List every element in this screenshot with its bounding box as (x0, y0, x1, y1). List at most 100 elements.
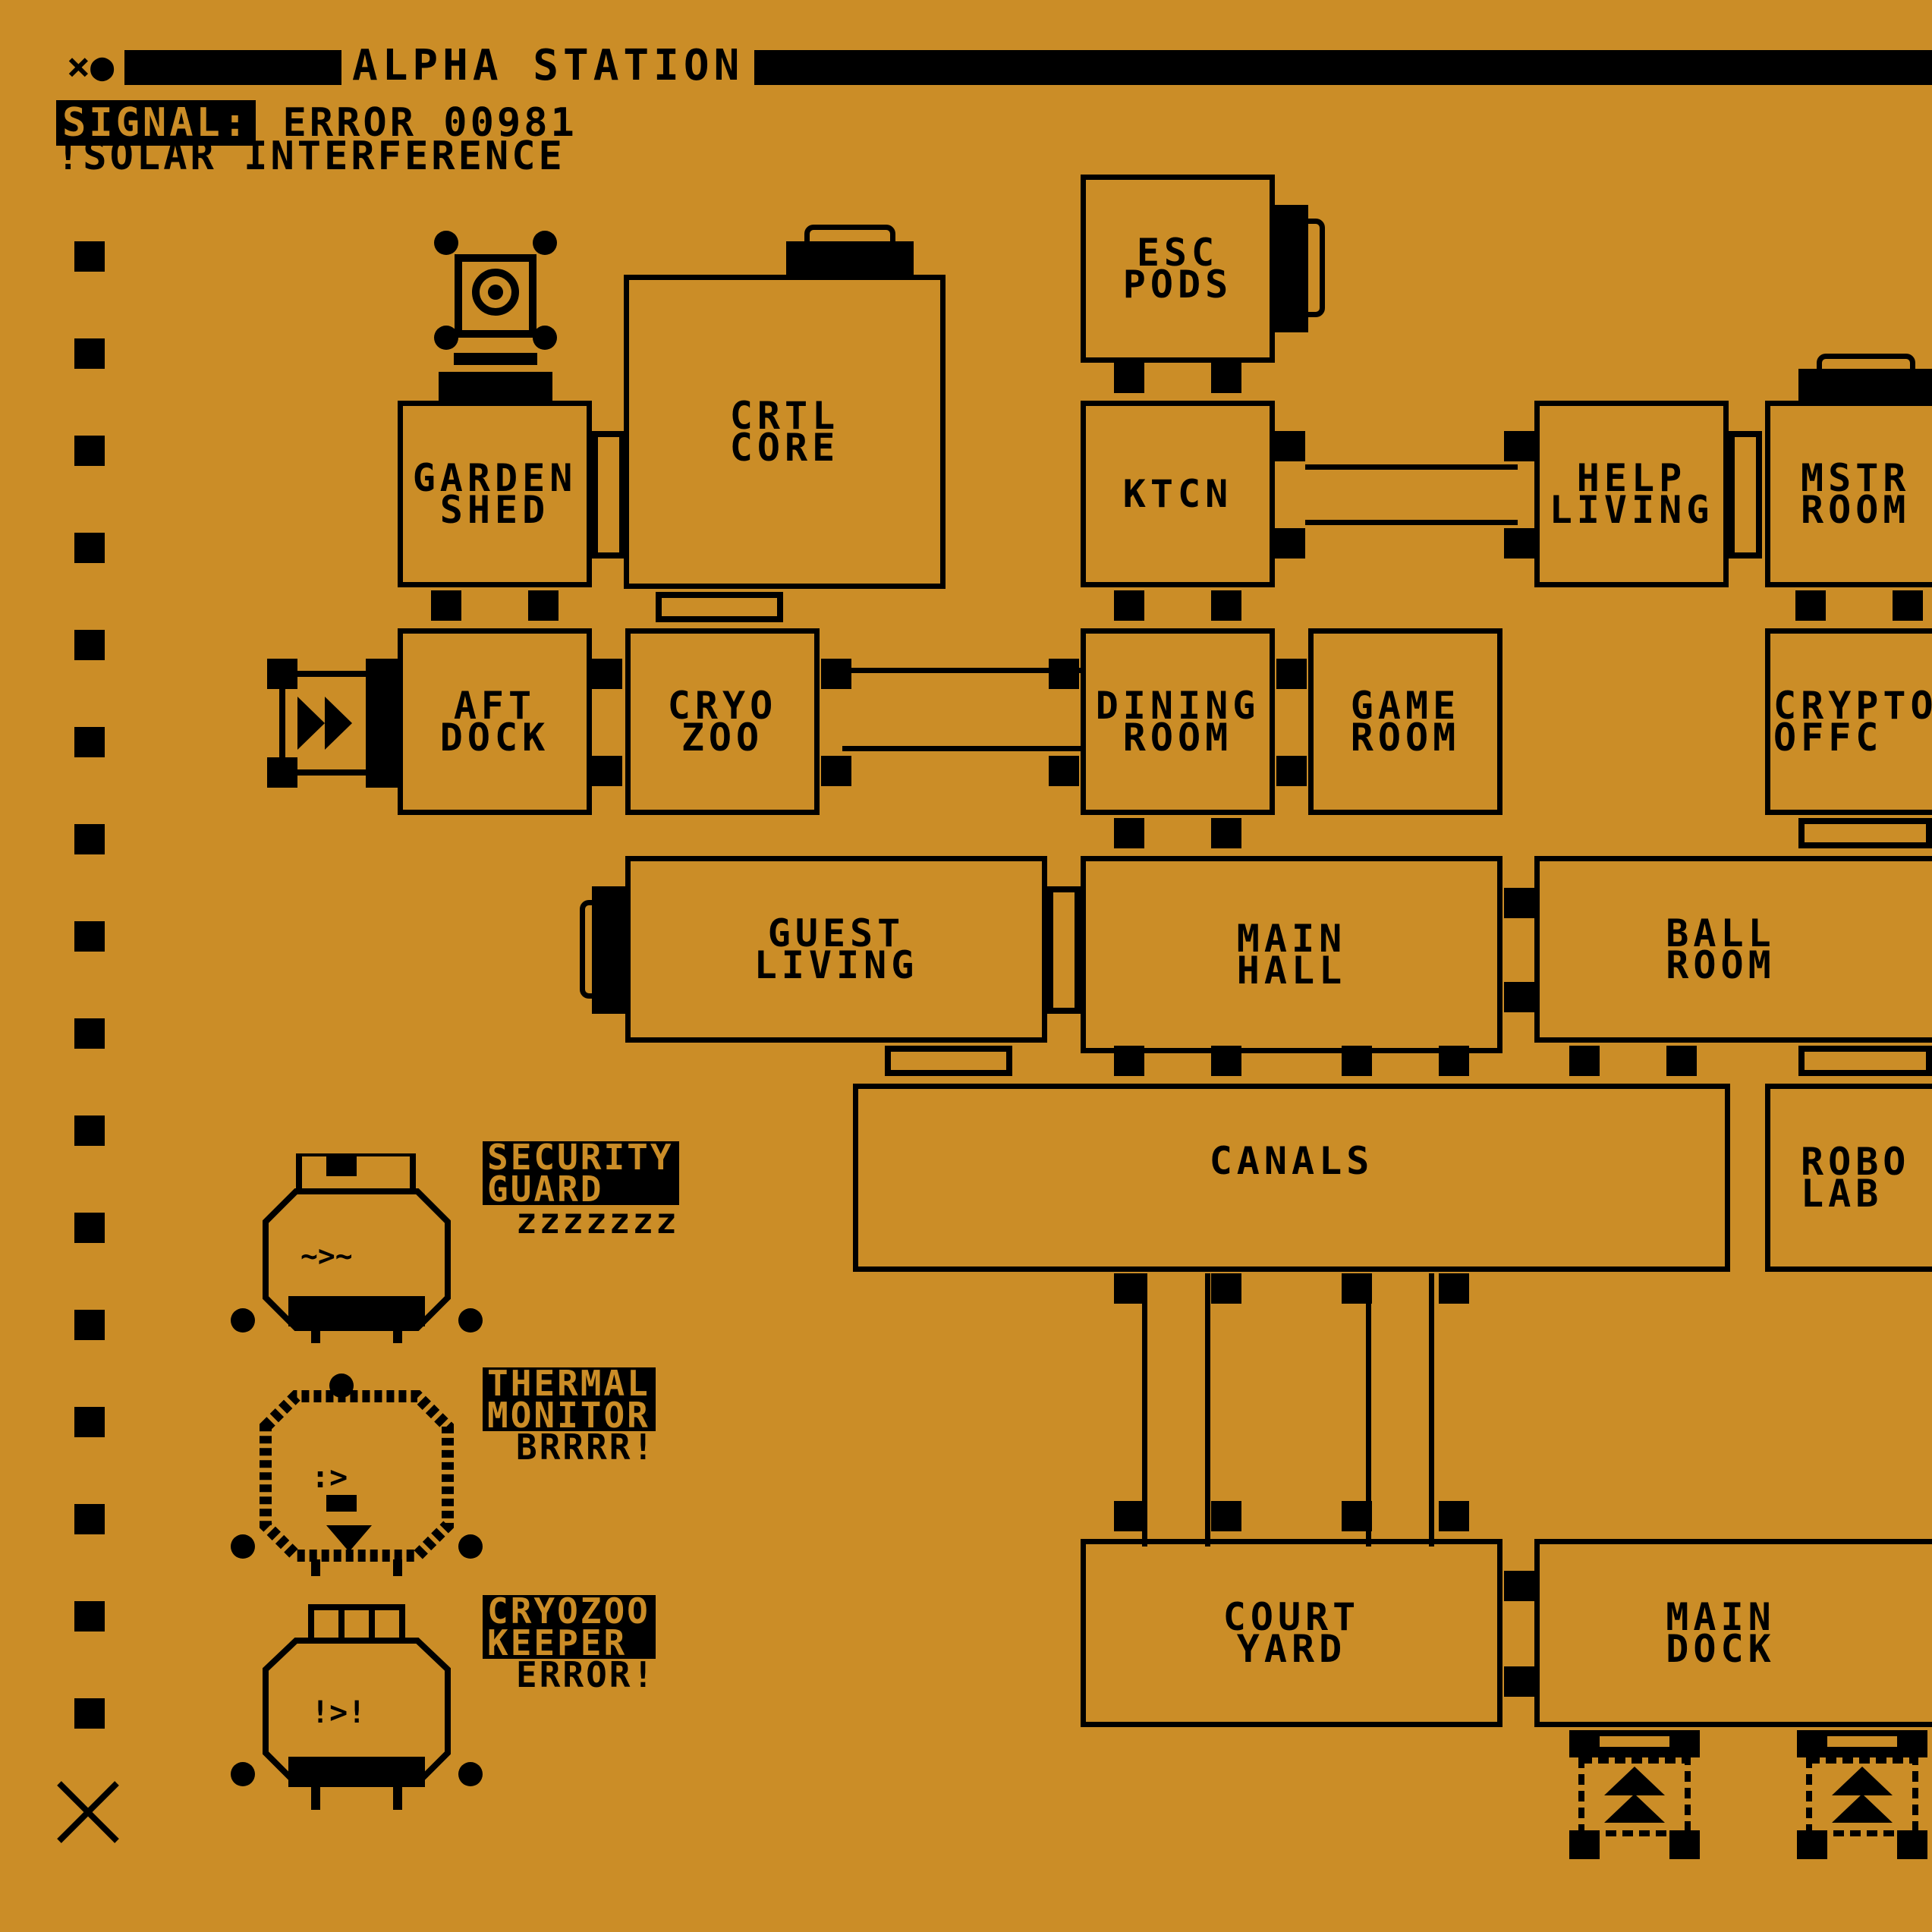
crew-status: ERROR! (516, 1654, 656, 1695)
door-icon (1342, 1501, 1372, 1531)
door-panel-icon (1798, 818, 1932, 848)
thermal-monitor-robot-icon: :> (231, 1373, 483, 1576)
menu-dot-icon[interactable] (74, 1115, 105, 1146)
door-icon (1114, 1046, 1144, 1076)
room-court-yard[interactable]: COURT YARD (1081, 1539, 1502, 1727)
room-label: AFT DOCK (439, 684, 550, 760)
door-icon (1504, 888, 1534, 918)
room-label: MSTR ROOM (1801, 456, 1911, 532)
room-label: CRTL CORE (729, 394, 840, 470)
room-help-living[interactable]: HELP LIVING (1534, 401, 1729, 587)
menu-dot-icon[interactable] (74, 241, 105, 272)
room-label: CRYPTO OFFC (1773, 684, 1932, 760)
door-panel-icon (656, 592, 783, 622)
room-label: CANALS (1209, 1139, 1374, 1183)
door-panel-icon (1047, 886, 1081, 1014)
room-game-room[interactable]: GAME ROOM (1308, 628, 1502, 815)
crew-nameplate[interactable]: CRYOZOO KEEPER ERROR! (483, 1594, 656, 1695)
crew-nameplate[interactable]: SECURITY GUARD zzzzzzz (483, 1140, 679, 1241)
security-guard-robot-icon: ~>~ (231, 1153, 483, 1343)
door-icon (1211, 1273, 1241, 1304)
door-icon (1275, 528, 1305, 559)
room-guest-living[interactable]: GUEST LIVING (625, 856, 1047, 1043)
menu-dot-icon[interactable] (74, 824, 105, 854)
menu-dot-icon[interactable] (74, 533, 105, 563)
window-title: ALPHA STATION (341, 42, 755, 90)
hatch-icon (592, 886, 625, 1014)
door-icon (1504, 1571, 1534, 1601)
room-crypto-offc[interactable]: CRYPTO OFFC (1765, 628, 1932, 815)
door-icon (1114, 363, 1144, 393)
close-button[interactable]: ×● (56, 44, 124, 90)
airlock-icon[interactable] (267, 659, 401, 788)
room-robo-lab[interactable]: ROBO LAB (1765, 1084, 1932, 1272)
hatch-icon (580, 900, 596, 999)
door-icon (1342, 1273, 1372, 1304)
close-x-icon[interactable] (56, 1780, 120, 1844)
corridor (842, 668, 1085, 751)
menu-dot-icon[interactable] (74, 1504, 105, 1534)
cryozoo-keeper-robot-icon: !>! (231, 1604, 483, 1810)
room-label: GAME ROOM (1350, 684, 1461, 760)
door-icon (1211, 363, 1241, 393)
room-main-dock[interactable]: MAIN DOCK (1534, 1539, 1932, 1727)
menu-dot-icon[interactable] (74, 921, 105, 952)
door-icon (1504, 1666, 1534, 1697)
room-label: GARDEN SHED (412, 456, 577, 532)
menu-dot-icon[interactable] (74, 1213, 105, 1243)
menu-dot-icon[interactable] (74, 1018, 105, 1049)
room-label: MAIN HALL (1236, 917, 1347, 993)
room-crtl-core[interactable]: CRTL CORE (624, 275, 946, 589)
door-icon (431, 590, 461, 621)
crew-status: zzzzzzz (516, 1200, 679, 1241)
menu-dot-icon[interactable] (74, 1407, 105, 1437)
crew-status: BRRRR! (516, 1427, 656, 1468)
door-icon (821, 659, 851, 689)
door-icon (1504, 528, 1534, 559)
door-panel-icon (592, 431, 625, 559)
door-icon (1439, 1273, 1469, 1304)
room-mstr-room[interactable]: MSTR ROOM (1765, 401, 1932, 587)
room-dining-room[interactable]: DINING ROOM (1081, 628, 1275, 815)
room-ball-room[interactable]: BALL ROOM (1534, 856, 1932, 1043)
room-label: MAIN DOCK (1666, 1595, 1776, 1671)
room-canals[interactable]: CANALS (853, 1084, 1730, 1272)
menu-dot-icon[interactable] (74, 630, 105, 660)
crew-nameplate[interactable]: THERMAL MONITOR BRRRR! (483, 1366, 656, 1468)
room-cryo-zoo[interactable]: CRYO ZOO (625, 628, 820, 815)
crew-name: CRYOZOO KEEPER (483, 1594, 656, 1660)
hatch-icon (1798, 369, 1932, 402)
door-icon (1342, 1046, 1372, 1076)
menu-dot-icon[interactable] (74, 338, 105, 369)
crew-name: THERMAL MONITOR (483, 1366, 656, 1433)
launch-pad-icon[interactable] (1797, 1730, 1927, 1859)
room-ktcn[interactable]: KTCN (1081, 401, 1275, 587)
menu-dot-icon[interactable] (74, 1310, 105, 1340)
launch-pad-icon[interactable] (1569, 1730, 1700, 1859)
room-main-hall[interactable]: MAIN HALL (1081, 856, 1502, 1053)
hatch-icon (1275, 205, 1308, 332)
room-esc-pods[interactable]: ESC PODS (1081, 175, 1275, 363)
door-icon (1276, 756, 1307, 786)
hatch-icon (786, 241, 914, 275)
door-icon (592, 659, 622, 689)
status-message: !SOLAR INTERFERENCE (56, 134, 565, 179)
door-icon (1114, 1501, 1144, 1531)
door-icon (528, 590, 559, 621)
menu-dot-icon[interactable] (74, 1601, 105, 1632)
room-aft-dock[interactable]: AFT DOCK (398, 628, 592, 815)
satellite-icon (434, 231, 557, 402)
hatch-icon (1817, 354, 1915, 370)
door-panel-icon (1729, 431, 1762, 559)
door-icon (1275, 431, 1305, 461)
room-label: GUEST LIVING (754, 911, 919, 987)
menu-dot-icon[interactable] (74, 727, 105, 757)
menu-dot-icon[interactable] (74, 1698, 105, 1729)
door-icon (1114, 1273, 1144, 1304)
door-icon (1439, 1046, 1469, 1076)
door-icon (592, 756, 622, 786)
room-garden-shed[interactable]: GARDEN SHED (398, 401, 592, 587)
signal-label: SIGNAL: (56, 100, 256, 146)
door-icon (1211, 818, 1241, 848)
menu-dot-icon[interactable] (74, 436, 105, 466)
